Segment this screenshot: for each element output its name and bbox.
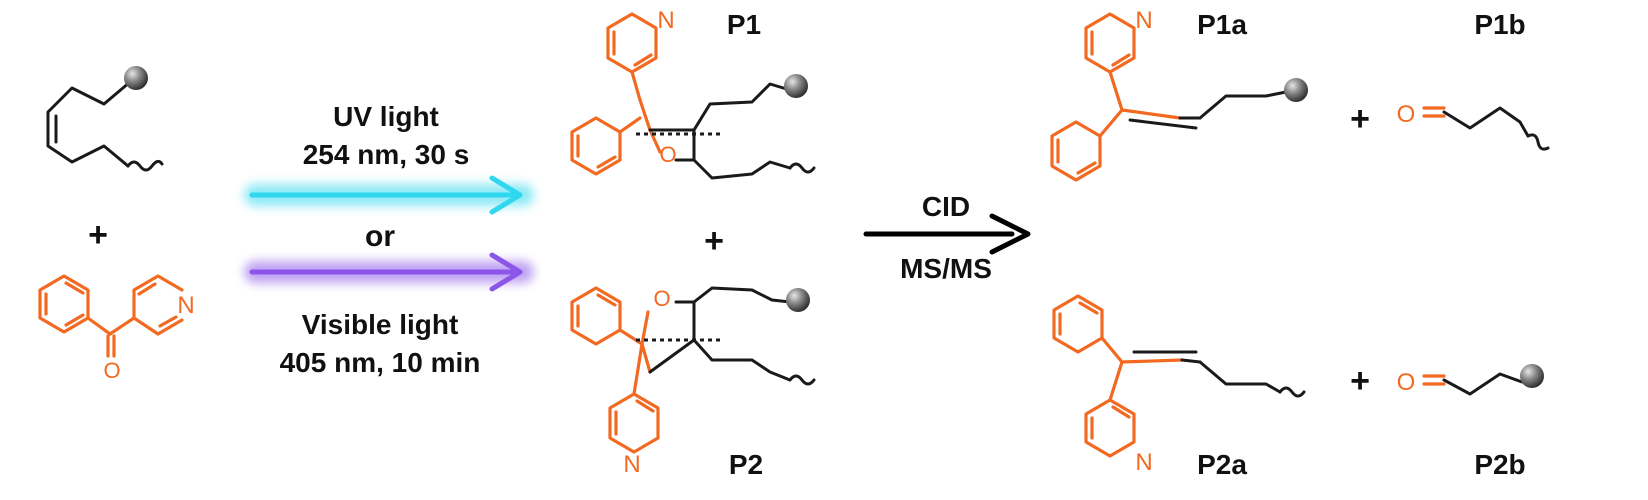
uv-conditions-label: 254 nm, 30 s — [303, 139, 470, 170]
p1-label: P1 — [727, 9, 761, 40]
p2-label: P2 — [729, 449, 763, 480]
oxetane-p2 — [570, 286, 816, 454]
uv-arrow — [244, 175, 534, 215]
carbonyl-oxygen: O — [103, 358, 120, 383]
or-label: or — [365, 220, 395, 253]
visible-light-label: Visible light — [302, 309, 459, 340]
p1b-oxygen: O — [1397, 101, 1416, 128]
p1b-label: P1b — [1474, 9, 1525, 40]
visible-arrow — [244, 252, 534, 292]
p1a-nitrogen: N — [1135, 7, 1152, 34]
msms-label: MS/MS — [900, 253, 992, 284]
p2b-oxygen: O — [1397, 369, 1416, 396]
product-plus-top: + — [1350, 100, 1370, 138]
aldehyde-p2b — [1422, 364, 1544, 396]
p2a-label: P2a — [1197, 449, 1247, 480]
alkene-p1a — [1050, 12, 1308, 182]
p1-nitrogen: N — [657, 7, 674, 34]
uv-light-label: UV light — [333, 101, 439, 132]
pyridine-nitrogen: N — [177, 292, 194, 319]
oxetane-p1 — [570, 12, 816, 180]
p2-oxygen: O — [653, 286, 670, 311]
p2b-label: P2b — [1474, 449, 1525, 480]
intermediate-plus: + — [704, 222, 724, 260]
cid-label: CID — [922, 191, 970, 222]
alkene-lipid — [46, 66, 164, 172]
headgroup-sphere — [124, 66, 148, 90]
visible-conditions-label: 405 nm, 10 min — [280, 347, 481, 378]
product-plus-bottom: + — [1350, 362, 1370, 400]
cid-arrow — [863, 213, 1031, 255]
benzoylpyridine — [38, 274, 184, 358]
aldehyde-p1b — [1422, 106, 1550, 151]
alkene-p2a — [1052, 294, 1306, 458]
p2-nitrogen: N — [623, 451, 640, 478]
p1-oxygen: O — [659, 142, 676, 167]
reactant-plus: + — [88, 216, 108, 254]
p2a-nitrogen: N — [1135, 449, 1152, 476]
p1a-label: P1a — [1197, 9, 1247, 40]
